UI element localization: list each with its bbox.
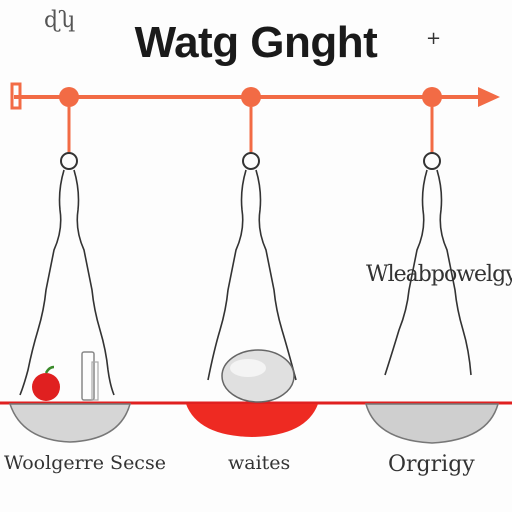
pivot-middle bbox=[241, 87, 261, 107]
beam bbox=[10, 82, 500, 152]
chain-mid-b bbox=[255, 169, 297, 381]
chain-mid-a bbox=[207, 169, 247, 381]
beam-arrow-icon bbox=[478, 87, 500, 107]
chain-right-b bbox=[436, 169, 472, 376]
apple-icon bbox=[32, 373, 60, 401]
hook-left bbox=[60, 152, 78, 170]
test-tube-icon bbox=[81, 351, 95, 401]
hook-right bbox=[423, 152, 441, 170]
plus-glyph: + bbox=[426, 28, 442, 49]
bowl-middle bbox=[186, 404, 318, 437]
pivot-right bbox=[422, 87, 442, 107]
left-pan-items bbox=[32, 351, 99, 401]
pivot-left bbox=[59, 87, 79, 107]
bowl-left bbox=[8, 403, 131, 443]
side-label: Wleabpowelgy bbox=[366, 262, 512, 287]
stone-weight-icon bbox=[221, 349, 295, 403]
chain-left-b bbox=[73, 169, 115, 396]
hooks bbox=[60, 152, 441, 170]
hook-middle bbox=[242, 152, 260, 170]
label-left-pan: Woolgerre Secse bbox=[4, 452, 166, 474]
label-right-pan: Orgrigy bbox=[388, 452, 475, 477]
chains bbox=[19, 169, 472, 396]
label-middle-pan: waites bbox=[228, 452, 291, 474]
diagram-title: Watg Gnght bbox=[134, 18, 378, 67]
chain-right-a bbox=[384, 169, 428, 376]
chain-left-a bbox=[19, 169, 65, 396]
corner-glyph: ɖʮ bbox=[44, 8, 76, 33]
bowl-right bbox=[365, 403, 499, 444]
